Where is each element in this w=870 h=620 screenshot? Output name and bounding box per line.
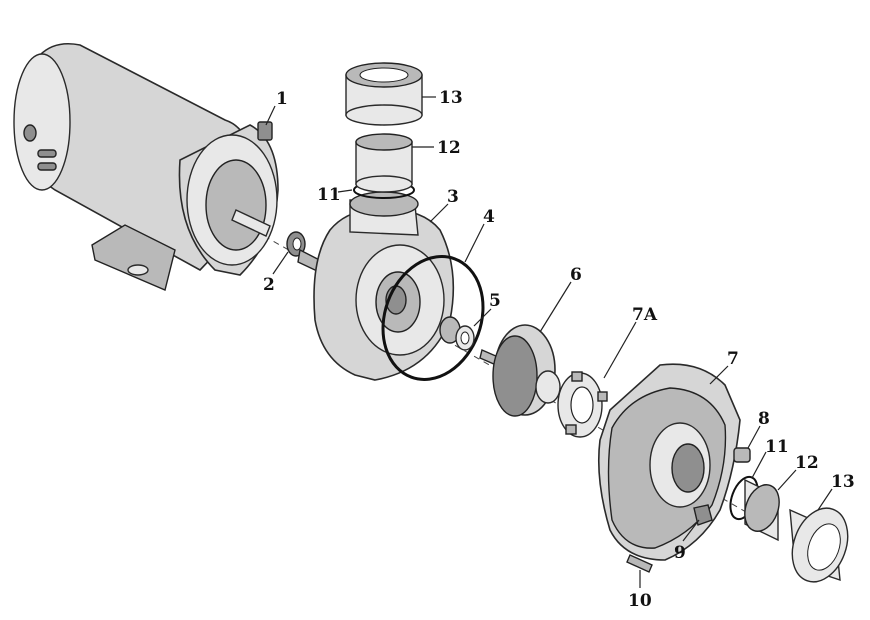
callout-6: 6 xyxy=(570,265,582,285)
union-nut-top xyxy=(345,62,423,126)
mechanical-seal xyxy=(439,316,475,351)
callout-10: 10 xyxy=(628,591,652,611)
callout-13-top: 13 xyxy=(439,88,463,108)
callout-9: 9 xyxy=(674,543,686,563)
diffuser xyxy=(557,371,608,438)
callout-11-top: 11 xyxy=(317,185,341,205)
callout-7: 7 xyxy=(727,349,739,369)
pump-cover-faceplate xyxy=(598,363,741,561)
callout-4: 4 xyxy=(483,207,495,227)
union-nut-bottom xyxy=(789,507,849,583)
callout-12-top: 12 xyxy=(437,138,461,158)
callout-12-bottom: 12 xyxy=(795,453,819,473)
callout-5: 5 xyxy=(489,291,501,311)
callout-1: 1 xyxy=(276,89,288,109)
housing-bolt xyxy=(626,554,653,573)
callout-3: 3 xyxy=(447,187,459,207)
motor xyxy=(13,42,279,291)
callout-7a: 7A xyxy=(632,305,658,325)
callout-13-bottom: 13 xyxy=(831,472,855,492)
callout-8: 8 xyxy=(758,409,770,429)
impeller xyxy=(479,324,561,417)
leader-lines xyxy=(265,96,833,588)
callout-11-bottom: 11 xyxy=(765,437,789,457)
union-tailpiece-bottom xyxy=(744,478,780,542)
union-tailpiece-top xyxy=(355,133,413,193)
drain-plug xyxy=(733,447,751,463)
housing-o-ring xyxy=(381,255,485,381)
callout-2: 2 xyxy=(263,275,275,295)
pump-housing xyxy=(297,191,455,381)
